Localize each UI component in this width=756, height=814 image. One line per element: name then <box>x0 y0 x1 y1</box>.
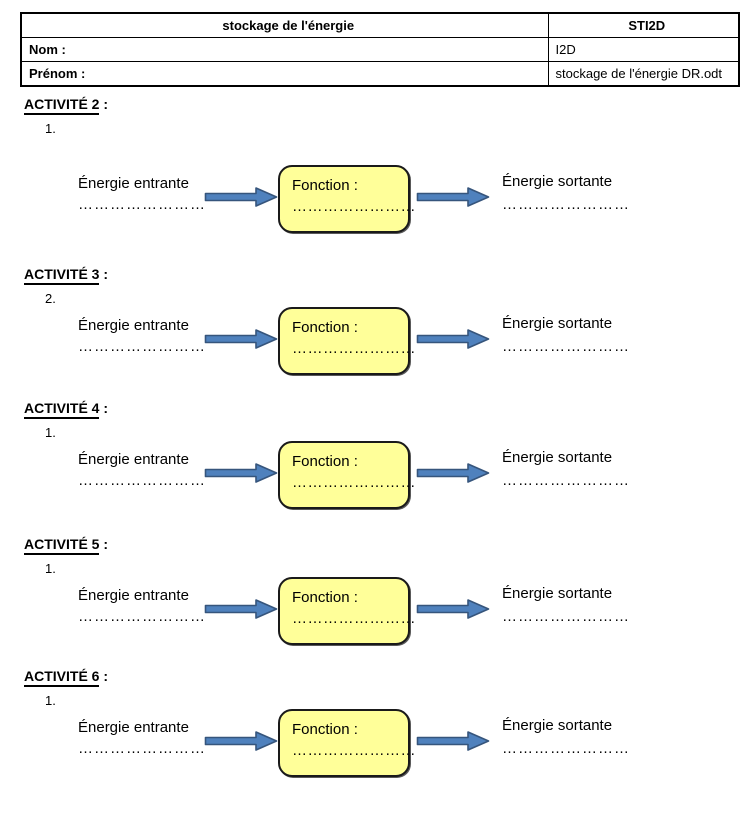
input-energy-label: Énergie entrante <box>78 587 189 604</box>
right-arrow-icon <box>204 599 278 619</box>
activity-heading-label: ACTIVITÉ 3 <box>24 266 100 285</box>
right-arrow-icon <box>416 329 490 349</box>
function-box-label: Fonction : <box>292 453 358 470</box>
right-arrow-icon <box>204 731 278 751</box>
output-energy-blank: …………………… <box>502 740 630 757</box>
output-energy-blank: …………………… <box>502 608 630 625</box>
output-energy-blank: …………………… <box>502 196 630 213</box>
activity-heading-label: ACTIVITÉ 5 <box>24 536 100 555</box>
function-box-label: Fonction : <box>292 177 358 194</box>
nom-value: I2D <box>547 37 740 62</box>
input-energy-label: Énergie entrante <box>78 317 189 334</box>
activity-heading-colon: : <box>99 266 109 282</box>
right-arrow-icon <box>204 329 278 349</box>
list-item-number: 2. <box>45 291 56 306</box>
function-box-blank: …………………… <box>292 474 416 491</box>
prenom-label: Prénom : <box>20 61 549 87</box>
input-energy-blank: …………………… <box>78 196 206 213</box>
energy-flow-diagram: Énergie entrante …………………… Fonction : ………… <box>0 441 756 521</box>
right-arrow-icon <box>416 599 490 619</box>
input-energy-blank: …………………… <box>78 608 206 625</box>
function-box: Fonction : …………………… <box>278 307 416 375</box>
right-arrow-icon <box>416 463 490 483</box>
list-item-number: 1. <box>45 561 56 576</box>
right-arrow-icon <box>204 187 278 207</box>
activity-heading: ACTIVITÉ 2 : <box>24 96 109 115</box>
activity-section: ACTIVITÉ 6 : 1. Énergie entrante …………………… <box>0 668 756 814</box>
function-box: Fonction : …………………… <box>278 577 416 645</box>
output-energy-label: Énergie sortante <box>502 585 613 602</box>
function-box-blank: …………………… <box>292 198 416 215</box>
input-energy-blank: …………………… <box>78 740 206 757</box>
function-box-blank: …………………… <box>292 610 416 627</box>
activity-heading-label: ACTIVITÉ 2 <box>24 96 100 115</box>
right-arrow-icon <box>416 731 490 751</box>
activity-section: ACTIVITÉ 2 : 1. Énergie entrante …………………… <box>0 96 756 266</box>
nom-label: Nom : <box>20 37 549 62</box>
list-item-number: 1. <box>45 693 56 708</box>
energy-flow-diagram: Énergie entrante …………………… Fonction : ………… <box>0 577 756 657</box>
activity-section: ACTIVITÉ 3 : 2. Énergie entrante …………………… <box>0 266 756 436</box>
function-box: Fonction : …………………… <box>278 709 416 777</box>
output-energy-label: Énergie sortante <box>502 449 613 466</box>
activity-heading: ACTIVITÉ 6 : <box>24 668 109 687</box>
output-energy-blank: …………………… <box>502 472 630 489</box>
header-row-prenom: Prénom : stockage de l'énergie DR.odt <box>20 61 740 87</box>
output-energy-label: Énergie sortante <box>502 717 613 734</box>
function-box: Fonction : …………………… <box>278 441 416 509</box>
activity-heading: ACTIVITÉ 3 : <box>24 266 109 285</box>
output-energy-label: Énergie sortante <box>502 173 613 190</box>
brand-label: STI2D <box>547 12 740 38</box>
activity-section: ACTIVITÉ 5 : 1. Énergie entrante …………………… <box>0 536 756 706</box>
right-arrow-icon <box>416 187 490 207</box>
energy-flow-diagram: Énergie entrante …………………… Fonction : ………… <box>0 709 756 789</box>
input-energy-label: Énergie entrante <box>78 175 189 192</box>
activity-heading-colon: : <box>99 96 109 112</box>
output-energy-blank: …………………… <box>502 338 630 355</box>
input-energy-blank: …………………… <box>78 338 206 355</box>
function-box: Fonction : …………………… <box>278 165 416 233</box>
activity-heading-colon: : <box>99 400 109 416</box>
input-energy-blank: …………………… <box>78 472 206 489</box>
header-table: stockage de l'énergie STI2D Nom : I2D Pr… <box>20 12 740 87</box>
output-energy-label: Énergie sortante <box>502 315 613 332</box>
function-box-label: Fonction : <box>292 589 358 606</box>
activity-heading-colon: : <box>99 668 109 684</box>
list-item-number: 1. <box>45 121 56 136</box>
activity-heading-label: ACTIVITÉ 6 <box>24 668 100 687</box>
input-energy-label: Énergie entrante <box>78 719 189 736</box>
energy-flow-diagram: Énergie entrante …………………… Fonction : ………… <box>0 165 756 245</box>
activity-heading: ACTIVITÉ 5 : <box>24 536 109 555</box>
list-item-number: 1. <box>45 425 56 440</box>
function-box-label: Fonction : <box>292 721 358 738</box>
header-row-title: stockage de l'énergie STI2D <box>20 12 740 38</box>
filename-value: stockage de l'énergie DR.odt <box>547 61 740 87</box>
function-box-blank: …………………… <box>292 340 416 357</box>
energy-flow-diagram: Énergie entrante …………………… Fonction : ………… <box>0 307 756 387</box>
function-box-blank: …………………… <box>292 742 416 759</box>
activity-heading-colon: : <box>99 536 109 552</box>
activity-heading-label: ACTIVITÉ 4 <box>24 400 100 419</box>
right-arrow-icon <box>204 463 278 483</box>
activity-section: ACTIVITÉ 4 : 1. Énergie entrante …………………… <box>0 400 756 570</box>
document-title: stockage de l'énergie <box>20 12 549 38</box>
function-box-label: Fonction : <box>292 319 358 336</box>
activity-heading: ACTIVITÉ 4 : <box>24 400 109 419</box>
input-energy-label: Énergie entrante <box>78 451 189 468</box>
header-row-nom: Nom : I2D <box>20 37 740 62</box>
